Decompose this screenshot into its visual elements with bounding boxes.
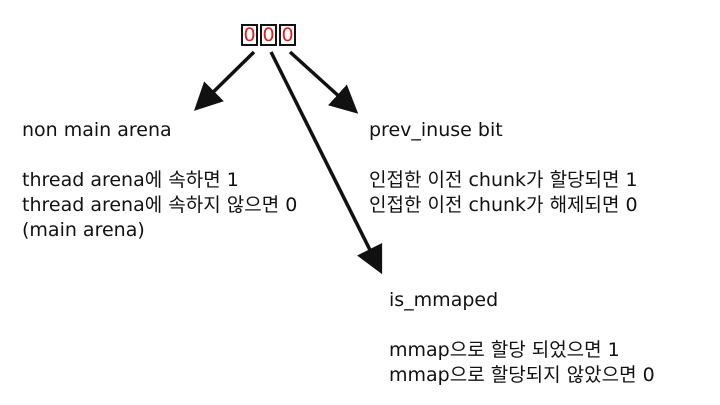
non-main-arena-title: non main arena	[22, 119, 172, 141]
arrow-to-is-mmaped	[269, 51, 383, 275]
bit-prev-inuse: 0	[279, 24, 296, 46]
prev-inuse-title: prev_inuse bit	[369, 119, 503, 141]
arrow-to-prev-inuse	[288, 50, 359, 114]
non-main-arena-block: non main arena thread arena에 속하면 1 threa…	[22, 118, 297, 243]
bit-non-main-arena: 0	[241, 24, 258, 46]
flag-bits: 0 0 0	[241, 24, 296, 46]
prev-inuse-line: 인접한 이전 chunk가 해제되면 0	[369, 194, 638, 216]
non-main-arena-line: thread arena에 속하면 1	[22, 169, 239, 191]
bit-is-mmaped: 0	[260, 24, 277, 46]
non-main-arena-line: (main arena)	[22, 219, 145, 241]
is-mmaped-line: mmap으로 할당되지 않았으면 0	[389, 364, 655, 386]
is-mmaped-block: is_mmaped mmap으로 할당 되었으면 1 mmap으로 할당되지 않…	[389, 288, 655, 388]
prev-inuse-block: prev_inuse bit 인접한 이전 chunk가 할당되면 1 인접한 …	[369, 118, 638, 218]
is-mmaped-title: is_mmaped	[389, 289, 499, 311]
prev-inuse-line: 인접한 이전 chunk가 할당되면 1	[369, 169, 638, 191]
non-main-arena-line: thread arena에 속하지 않으면 0	[22, 194, 298, 216]
arrow-to-non-main-arena	[194, 50, 256, 111]
is-mmaped-line: mmap으로 할당 되었으면 1	[389, 339, 620, 361]
